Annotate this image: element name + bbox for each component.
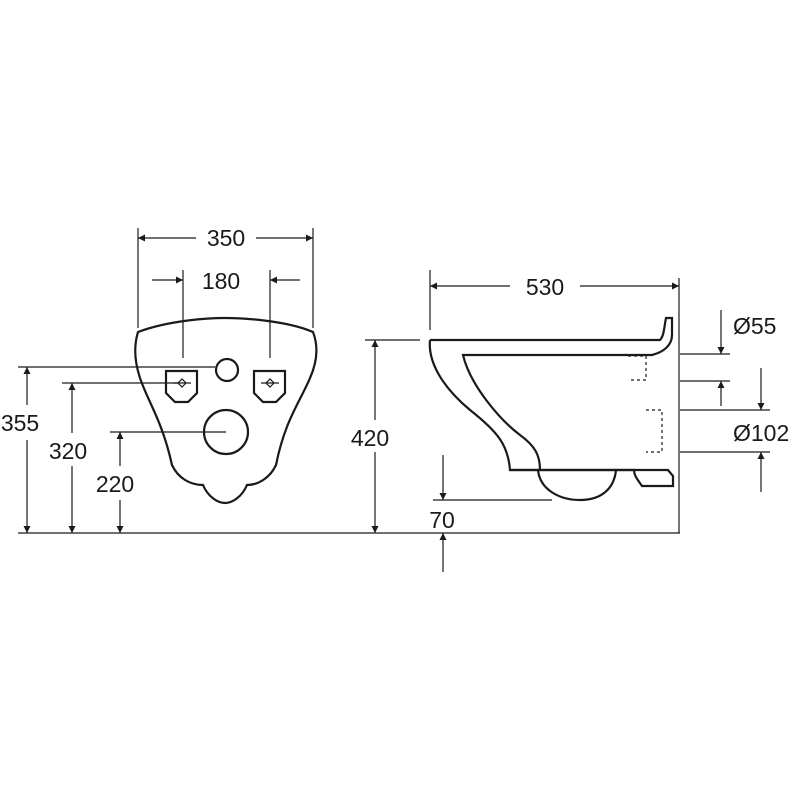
fixing-slot-right [261,378,279,388]
dim-355-label: 355 [1,410,39,436]
dim-102-label: Ø102 [733,420,789,446]
dim-350-label: 350 [207,225,245,251]
side-outlet-port [646,409,663,453]
dim-55-label: Ø55 [733,313,776,339]
front-fixing-left [164,369,199,404]
dim-530-label: 530 [526,274,564,300]
dim-320-label: 320 [49,438,87,464]
side-view: 530 420 70 Ø55 Ø102 [351,270,789,572]
front-bowl-outline [134,316,318,505]
front-fixing-right [252,369,287,404]
side-trap [536,469,618,502]
dim-70-label: 70 [429,507,455,533]
side-bowl-base [510,468,675,488]
dim-420-label: 420 [351,425,389,451]
front-inlet-circle [214,357,240,383]
side-bowl-outline [428,316,674,472]
front-view: 350 180 355 320 220 [1,225,318,533]
dim-220-label: 220 [96,471,134,497]
dim-180-label: 180 [202,268,240,294]
side-inlet-port [628,355,647,381]
